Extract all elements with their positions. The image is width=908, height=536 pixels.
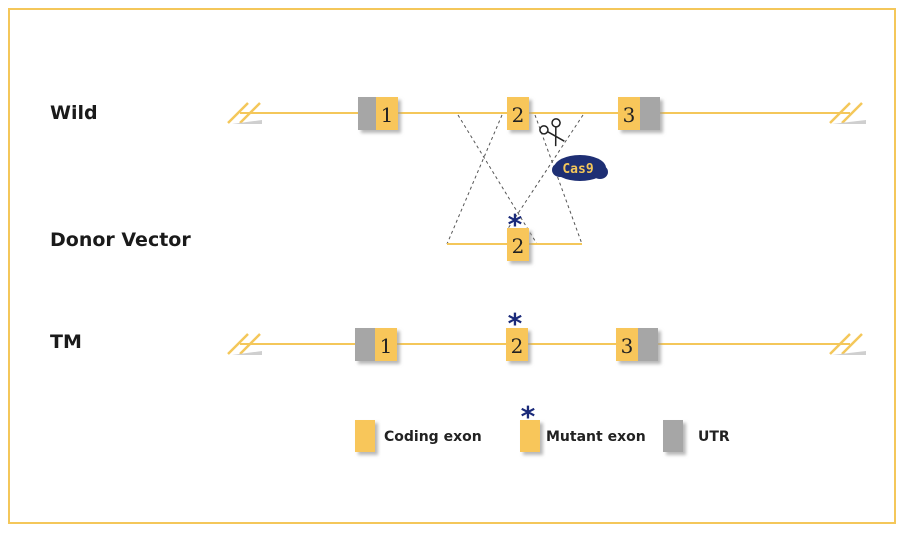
legend-utr: UTR xyxy=(663,420,730,452)
scissors-icon xyxy=(539,118,565,147)
row-label-tm: TM xyxy=(50,331,82,353)
utr-block xyxy=(640,97,660,130)
row-label-wild: Wild xyxy=(50,102,98,124)
tm-exon-2-label: 2 xyxy=(511,334,524,358)
legend-coding-exon: Coding exon xyxy=(355,420,482,452)
row-label-donor-vector: Donor Vector xyxy=(50,229,191,251)
tm-exon-1-label: 1 xyxy=(380,334,393,358)
legend-mutant-label: Mutant exon xyxy=(546,429,646,445)
wild-allele: 1 2 3 xyxy=(227,97,866,130)
tm-mutation-marker: * xyxy=(508,307,523,340)
wild-exon-1 xyxy=(358,97,398,130)
legend-utr-swatch xyxy=(663,420,683,452)
tm-mutant-exon-2 xyxy=(506,328,528,361)
tm-exon-3-label: 3 xyxy=(621,334,634,358)
wild-exon-2 xyxy=(507,97,529,130)
utr-block xyxy=(638,328,658,361)
legend-mutant-swatch xyxy=(520,420,540,452)
donor-mutation-marker: * xyxy=(508,208,523,241)
legend-coding-label: Coding exon xyxy=(384,429,482,445)
donor-mutant-exon-2 xyxy=(507,228,529,261)
utr-block xyxy=(358,97,376,130)
legend-utr-label: UTR xyxy=(698,429,730,445)
tm-allele: 1 2 * 3 xyxy=(227,307,866,361)
diagram-frame xyxy=(8,8,896,524)
wild-exon-2-label: 2 xyxy=(512,103,525,127)
tm-exon-3 xyxy=(616,328,658,361)
legend-coding-swatch xyxy=(355,420,375,452)
cas9-enzyme: Cas9 xyxy=(552,155,608,181)
wild-exon-3 xyxy=(618,97,660,130)
tm-exon-1 xyxy=(355,328,397,361)
utr-block xyxy=(355,328,375,361)
donor-exon-2-label: 2 xyxy=(512,234,525,258)
break-mark-left-wild-icon xyxy=(227,102,262,124)
break-mark-right-tm-icon xyxy=(829,333,866,355)
legend: Coding exon * Mutant exon UTR xyxy=(355,400,730,452)
legend-mutant-exon: * Mutant exon xyxy=(520,400,646,452)
break-mark-left-tm-icon xyxy=(227,333,262,355)
wild-exon-1-label: 1 xyxy=(381,103,394,127)
homologous-recombination-crossover xyxy=(446,114,584,245)
wild-exon-3-label: 3 xyxy=(623,103,636,127)
donor-vector: 2 * xyxy=(447,208,582,261)
legend-mutation-marker: * xyxy=(521,400,536,433)
break-mark-right-wild-icon xyxy=(829,102,866,124)
cas9-label: Cas9 xyxy=(562,162,593,177)
